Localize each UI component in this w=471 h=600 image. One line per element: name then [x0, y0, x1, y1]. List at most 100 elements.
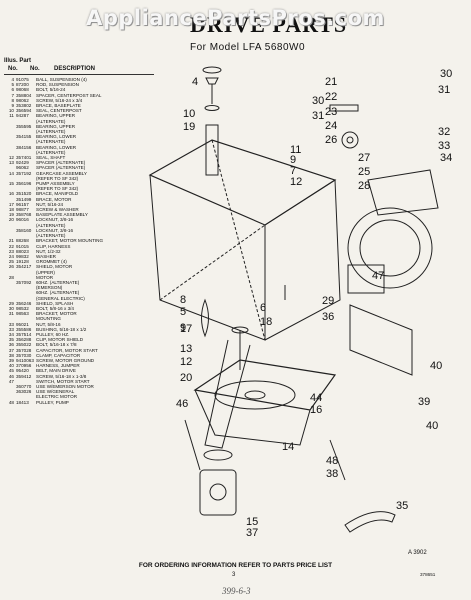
description: SEAL, CENTERPOST [36, 108, 82, 114]
illus-no: 18 [8, 207, 14, 213]
description: BASEPLATE ASSEMBLY [36, 212, 88, 218]
illus-no: 38 [8, 352, 14, 358]
callout-44: 44 [310, 392, 323, 404]
part-no: 88023 [16, 248, 29, 254]
table-row: ELECTRIC MOTOR [4, 394, 154, 399]
callout-15: 15 [246, 516, 259, 528]
part-no: 354155 [16, 134, 32, 140]
callout-32: 32 [438, 126, 451, 138]
callout-37: 37 [246, 527, 259, 539]
illus-no: 28 [8, 274, 14, 280]
table-row: (ALTERNATE) [4, 139, 154, 144]
callout-24: 24 [325, 120, 338, 132]
part-no: 357192 [16, 170, 32, 176]
watermark: AppliancePartsPros.com [86, 6, 385, 30]
callout-22: 22 [325, 91, 338, 103]
illus-no: 48 [8, 399, 14, 405]
pump-top [203, 449, 233, 461]
description: 60HZ. (ALTERNATE) [36, 279, 80, 285]
part-no: 355586 [16, 326, 32, 332]
illus-no: 12 [8, 155, 14, 161]
table-row: (ALTERNATE) [4, 223, 154, 228]
part-no: 9410063 [16, 357, 34, 363]
illus-no: 34 [8, 331, 14, 337]
description: (GENERAL ELECTRIC) [36, 295, 85, 301]
part-no: 94287 [16, 113, 29, 119]
callout-23: 23 [325, 106, 338, 118]
callout-11: 11 [290, 144, 302, 156]
callout-12b: 12 [180, 356, 193, 368]
description: (ALTERNATE) [36, 118, 66, 124]
callout-29: 29 [322, 295, 335, 307]
callout-33: 33 [438, 140, 451, 152]
part-no: 357401 [16, 155, 32, 161]
illus-no: 8 [11, 97, 14, 103]
callout-4: 4 [192, 76, 199, 88]
suspension-washer [202, 66, 222, 74]
illus-no: 19 [8, 212, 14, 218]
pump-body [199, 469, 237, 516]
illus-no: 13 [8, 160, 14, 166]
table-row: (GENERAL ELECTRIC) [4, 296, 154, 301]
callout-31: 31 [312, 110, 325, 122]
illus-no: 23 [8, 248, 14, 254]
baseplate-brace-2 [211, 139, 266, 341]
illus-no: 25 [8, 259, 14, 265]
footer-ordering-info: FOR ORDERING INFORMATION REFER TO PARTS … [138, 562, 333, 569]
description: LOCKNUT, 3/8-16 [36, 217, 74, 223]
description: 60HZ. (ALTERNATE) [36, 290, 80, 296]
part-no: 98877 [16, 207, 29, 213]
description: (REFER TO SF 342) [36, 186, 79, 192]
suspension-ball [205, 77, 219, 85]
part-no: 91075 [16, 77, 29, 82]
figure-id: A 3902 [408, 550, 427, 556]
description: BEARING, UPPER [36, 123, 76, 129]
part-no: 370956 [16, 363, 32, 369]
callout-28: 28 [358, 180, 371, 192]
callout-12: 12 [290, 176, 303, 188]
part-no: 359412 [16, 373, 32, 379]
description: BOLT, 5/16-18 x 7/8 [36, 342, 77, 348]
callout-40a: 40 [430, 360, 443, 372]
illus-no: 39 [8, 357, 14, 363]
part-no: 355595 [16, 123, 32, 129]
illus-no: 11 [9, 113, 14, 119]
manifold-brace [184, 419, 201, 471]
part-no: 19128 [16, 259, 29, 265]
part-no: 358160 [16, 227, 32, 233]
table-row: 355595 BEARING, UPPER [4, 124, 154, 129]
part-no: 95021 [16, 321, 29, 327]
part-no: 87200 [16, 82, 29, 88]
callout-25: 25 [358, 166, 371, 178]
part-no: 356594 [16, 108, 32, 114]
part-no: 98532 [16, 305, 29, 311]
description: SHIELD, SPLASH [36, 300, 74, 306]
description: BRACE, MANIFOLD [36, 191, 79, 197]
motor-shield [367, 169, 439, 216]
callout-10: 10 [183, 108, 196, 120]
suspension-rod-spring [201, 298, 209, 338]
gearcase-top [193, 359, 337, 411]
callout-19: 19 [183, 121, 196, 133]
part-no: 96016 [16, 217, 29, 223]
part-no: 18413 [16, 399, 29, 405]
part-no: 357030 [16, 352, 32, 358]
illus-no: 30 [8, 305, 14, 311]
callout-30: 30 [312, 95, 325, 107]
